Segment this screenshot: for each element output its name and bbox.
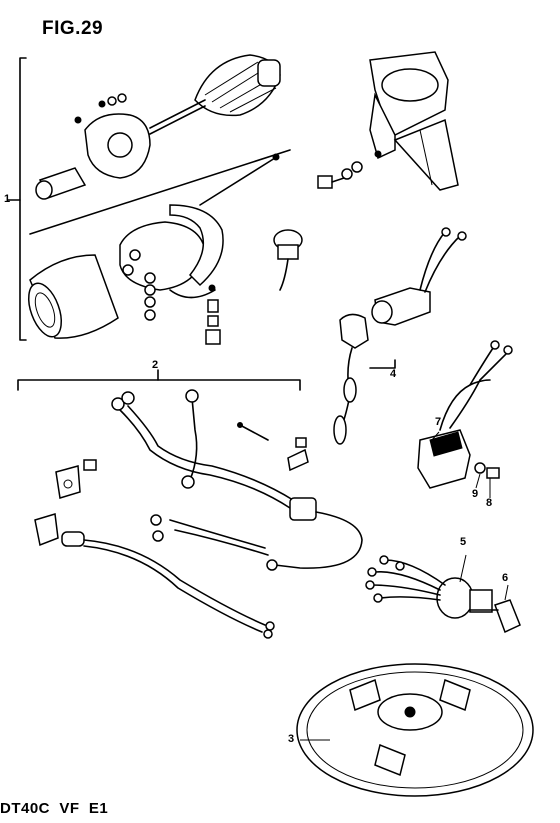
callout-6: 6: [502, 572, 509, 584]
bracket-group-1: [7, 57, 27, 341]
through-bolt: [199, 153, 280, 206]
callout-1: 1: [4, 193, 11, 205]
model-code-footer: DT40C VF E1: [0, 800, 109, 817]
bracket-group-2: [17, 369, 301, 391]
callout-8: 8: [486, 497, 493, 509]
starter-yoke: [27, 254, 119, 339]
figure-title: FIG.29: [42, 18, 104, 39]
bracket-bolt: [317, 161, 363, 189]
callout-4: 4: [390, 368, 397, 380]
starter-armature: [149, 54, 281, 135]
neutral-switch-bracket: [55, 459, 97, 499]
callout-5: 5: [460, 536, 467, 548]
main-switch: [365, 555, 493, 619]
washers-and-bolts-1: [144, 284, 221, 345]
mounting-bracket: [369, 51, 459, 191]
callout-3: 3: [288, 733, 295, 745]
pin-and-clip: [237, 422, 309, 472]
flywheel: [296, 663, 534, 797]
callout-9: 9: [472, 488, 479, 500]
leader-lines: [300, 431, 509, 741]
rectifier: [417, 340, 513, 489]
callout-2: 2: [152, 359, 159, 371]
callout-7: 7: [435, 416, 442, 428]
wiring-harness: [111, 389, 363, 571]
starter-relay: [273, 229, 303, 291]
starter-front-housing: [29, 93, 291, 235]
starter-rear-case: [119, 204, 224, 299]
ignition-key: [469, 599, 521, 634]
screw-and-washer: [474, 462, 500, 479]
stop-switch: [333, 227, 467, 445]
neutral-switch: [34, 513, 275, 639]
